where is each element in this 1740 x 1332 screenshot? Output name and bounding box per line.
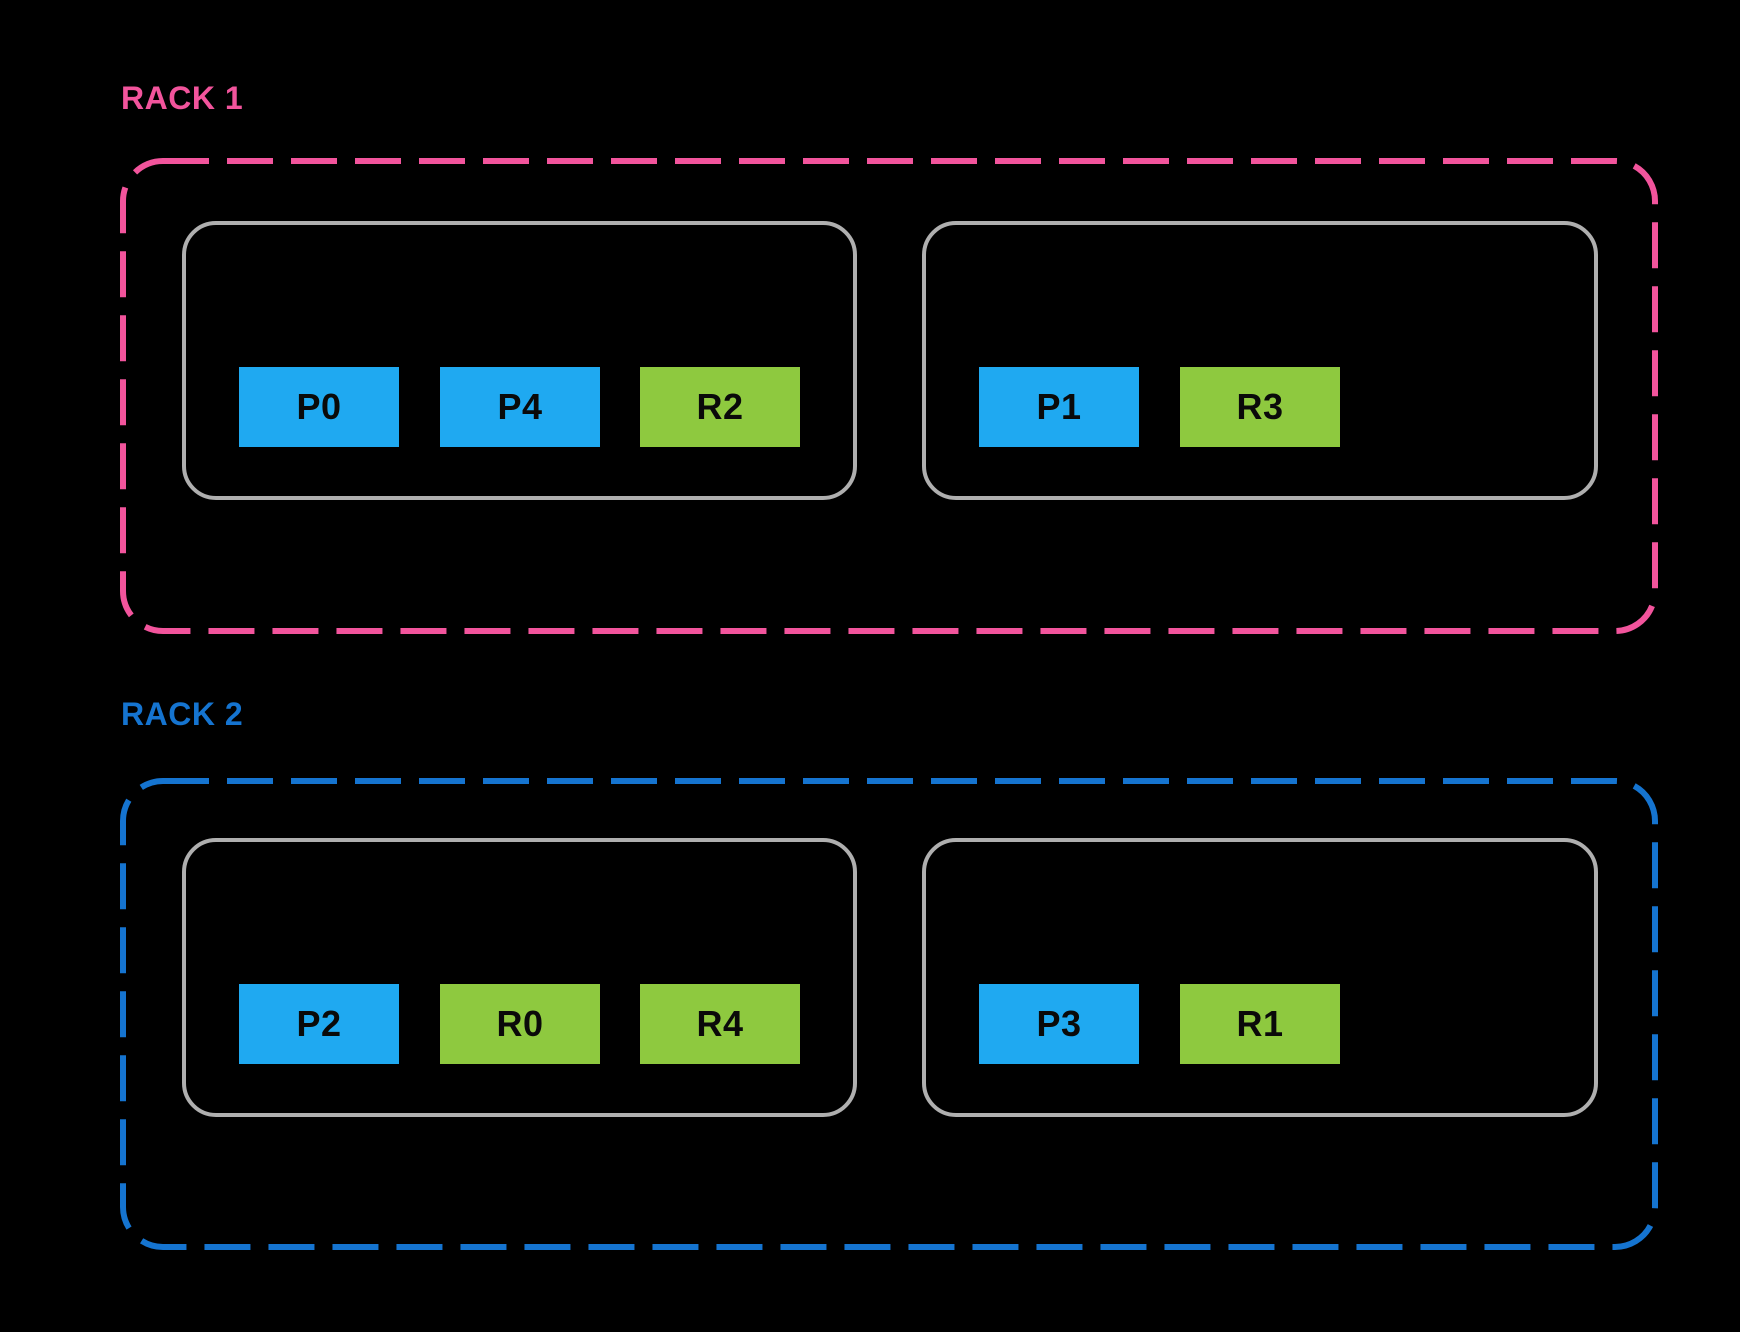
- rack2-label: RACK 2: [121, 696, 244, 732]
- block-p3-label: P3: [1036, 1003, 1082, 1044]
- block-r1-label: R1: [1236, 1003, 1284, 1044]
- block-p2-label: P2: [296, 1003, 342, 1044]
- block-r2: R2: [640, 367, 800, 447]
- block-p0: P0: [239, 367, 399, 447]
- rack1-server-2: P1 R3: [922, 221, 1598, 500]
- rack2-server-1: P2 R0 R4: [182, 838, 857, 1117]
- block-r0-label: R0: [496, 1003, 544, 1044]
- block-r0: R0: [440, 984, 600, 1064]
- block-p4: P4: [440, 367, 600, 447]
- block-r4-label: R4: [696, 1003, 744, 1044]
- rack1-boundary: [120, 158, 1658, 634]
- block-r3: R3: [1180, 367, 1340, 447]
- block-p4-label: P4: [497, 386, 543, 427]
- rack1-label: RACK 1: [121, 80, 244, 116]
- rack2-boundary: [120, 778, 1658, 1250]
- block-r2-label: R2: [696, 386, 744, 427]
- block-p3: P3: [979, 984, 1139, 1064]
- block-p0-label: P0: [296, 386, 342, 427]
- rack2-server-2: P3 R1: [922, 838, 1598, 1117]
- block-r3-label: R3: [1236, 386, 1284, 427]
- rack1-server-1: P0 P4 R2: [182, 221, 857, 500]
- rack2-dashed-border: [120, 778, 1658, 1250]
- rack1-dashed-border: [120, 158, 1658, 634]
- block-p1: P1: [979, 367, 1139, 447]
- block-p2: P2: [239, 984, 399, 1064]
- block-p1-label: P1: [1036, 386, 1082, 427]
- block-r4: R4: [640, 984, 800, 1064]
- block-r1: R1: [1180, 984, 1340, 1064]
